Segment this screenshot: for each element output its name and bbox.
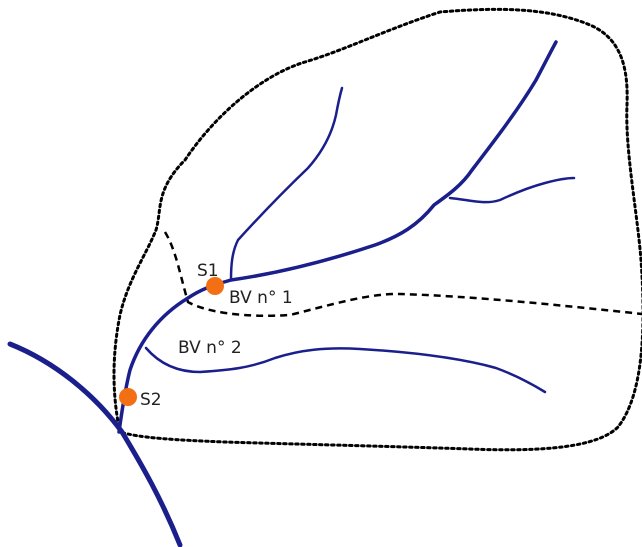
station-s2-marker xyxy=(119,388,137,406)
watershed-1-label: BV n° 1 xyxy=(229,288,293,308)
station-s1-label: S1 xyxy=(197,261,219,281)
station-s1-marker xyxy=(206,277,224,295)
inner-watershed-divide xyxy=(163,231,642,318)
outer-watershed-boundary xyxy=(112,7,642,452)
tributary-bv2-stream xyxy=(144,346,547,394)
tributary-main-stem xyxy=(117,40,558,434)
main-river xyxy=(7,341,183,547)
tributary-north-branch xyxy=(229,86,344,282)
tributary-east-branch xyxy=(448,176,576,204)
station-s2-label: S2 xyxy=(140,390,162,410)
watershed-2-label: BV n° 2 xyxy=(178,338,242,358)
